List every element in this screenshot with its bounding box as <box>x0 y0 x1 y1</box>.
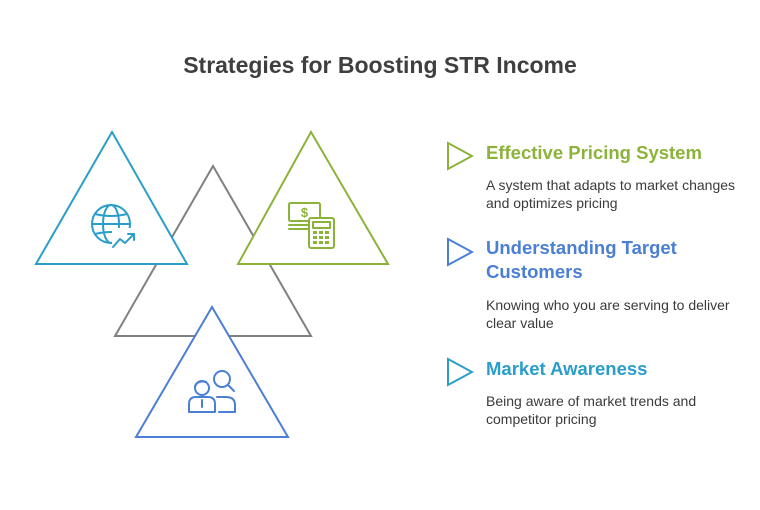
triangle-marker-icon <box>447 237 474 267</box>
item-heading: Effective Pricing System <box>486 142 702 163</box>
diagram-title: Strategies for Boosting STR Income <box>183 52 577 78</box>
blue-triangle <box>134 305 290 438</box>
item-heading: Understanding Target Customers <box>486 237 677 282</box>
triangle-diagram: $ <box>34 129 390 438</box>
svg-text:$: $ <box>301 205 309 220</box>
triangle-marker-icon <box>447 357 474 387</box>
teal-triangle <box>34 129 189 265</box>
item-heading: Market Awareness <box>486 358 648 379</box>
money-calculator-icon: $ <box>288 202 335 249</box>
green-triangle <box>236 129 390 265</box>
item-description: Being aware of market trends and competi… <box>486 393 697 427</box>
legend-item-pricing: Effective Pricing System A system that a… <box>446 141 746 216</box>
legend-item-market: Market Awareness Being aware of market t… <box>446 357 746 432</box>
globe-chart-icon <box>91 204 138 250</box>
item-description: Knowing who you are serving to deliver c… <box>486 297 730 331</box>
legend-item-customers: Understanding Target Customers Knowing w… <box>446 237 746 337</box>
people-search-icon <box>188 370 236 413</box>
triangle-marker-icon <box>447 141 474 171</box>
item-description: A system that adapts to market changes a… <box>486 177 736 211</box>
